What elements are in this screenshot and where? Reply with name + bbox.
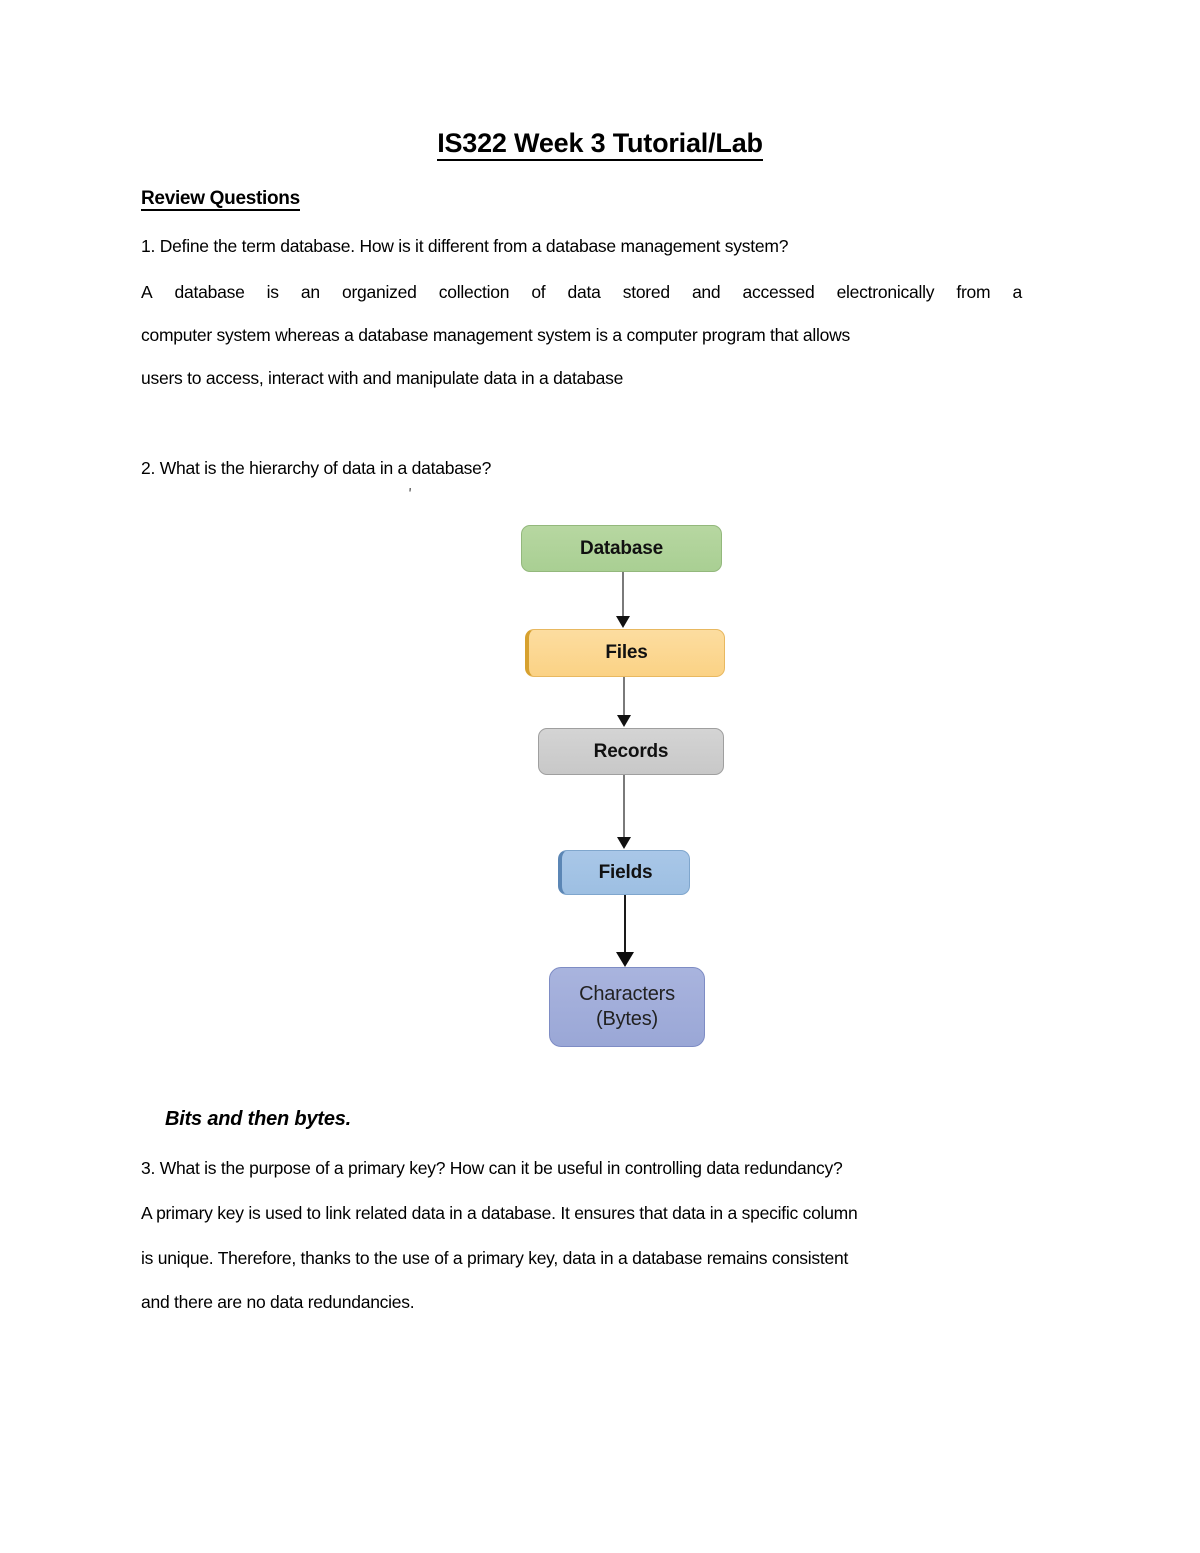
page-title: IS322 Week 3 Tutorial/Lab — [0, 128, 1200, 161]
question-1-answer-line-3: users to access, interact with and manip… — [141, 368, 624, 388]
diagram-node-database: Database — [521, 525, 722, 572]
arrow-head-icon — [617, 837, 631, 849]
diagram-node-characters: Characters (Bytes) — [549, 967, 705, 1047]
word: from — [956, 282, 991, 302]
question-3-answer-line-3: and there are no data redundancies. — [141, 1292, 415, 1312]
bits-and-bytes-note: Bits and then bytes. — [165, 1108, 352, 1130]
diagram-node-database-label: Database — [580, 537, 663, 559]
arrow-shaft — [623, 775, 625, 837]
word: is — [266, 282, 279, 302]
arrow-head-icon — [616, 952, 634, 967]
word: collection — [438, 282, 510, 302]
question-1-prompt: 1. Define the term database. How is it d… — [141, 236, 789, 256]
diagram-node-fields: Fields — [558, 850, 690, 895]
word: an — [300, 282, 320, 302]
arrow-head-icon — [616, 616, 630, 628]
arrow-head-icon — [617, 715, 631, 727]
word: and — [691, 282, 721, 302]
diagram-node-files-label: Files — [605, 642, 648, 663]
word: organized — [342, 282, 417, 302]
diagram-node-files: Files — [525, 629, 725, 677]
question-3-answer-line-2: is unique. Therefore, thanks to the use … — [141, 1248, 849, 1268]
stray-apostrophe-mark: ' — [407, 485, 412, 504]
question-3-answer-line-1: A primary key is used to link related da… — [141, 1203, 858, 1223]
question-1-answer-line-1: A database is an organized collection of… — [141, 282, 1022, 303]
word: A — [141, 282, 153, 302]
diagram-node-records: Records — [538, 728, 724, 775]
question-1-answer-line-2: computer system whereas a database manag… — [141, 325, 850, 345]
word: stored — [622, 282, 670, 302]
question-3-prompt: 3. What is the purpose of a primary key?… — [141, 1158, 843, 1178]
diagram-node-characters-label-line1: Characters — [579, 983, 675, 1005]
word: accessed — [742, 282, 815, 302]
section-heading: Review Questions — [141, 188, 300, 211]
arrow-shaft — [622, 572, 624, 616]
word: a — [1012, 282, 1022, 302]
word: of — [531, 282, 546, 302]
diagram-node-fields-label: Fields — [598, 861, 653, 883]
word: electronically — [836, 282, 935, 302]
page-title-text: IS322 Week 3 Tutorial/Lab — [437, 128, 763, 161]
diagram-node-characters-label-line2: (Bytes) — [596, 1008, 658, 1030]
arrow-shaft — [623, 677, 625, 715]
arrow-shaft — [624, 895, 626, 952]
diagram-node-records-label: Records — [593, 740, 669, 762]
word: data — [567, 282, 601, 302]
data-hierarchy-diagram: Database Files Records Fields — [490, 510, 750, 1070]
word: database — [174, 282, 245, 302]
question-2-prompt: 2. What is the hierarchy of data in a da… — [141, 458, 492, 478]
section-heading-text: Review Questions — [141, 188, 300, 211]
